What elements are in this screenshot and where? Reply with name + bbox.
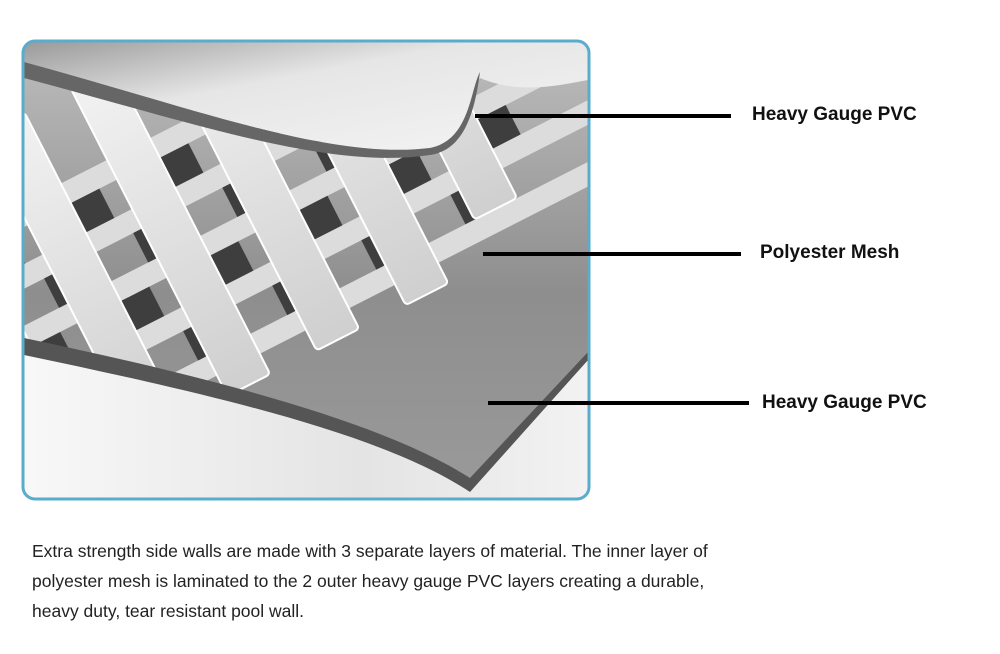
bottom-pvc-sheet — [24, 352, 588, 498]
caption-line: polyester mesh is laminated to the 2 out… — [32, 571, 705, 591]
label-bottom-layer: Heavy Gauge PVC — [762, 392, 927, 413]
image-frame — [21, 39, 591, 501]
material-illustration — [24, 42, 588, 498]
caption-line: Extra strength side walls are made with … — [32, 541, 708, 561]
label-middle-layer: Polyester Mesh — [760, 242, 900, 263]
caption: Extra strength side walls are made with … — [32, 536, 708, 626]
caption-line: heavy duty, tear resistant pool wall. — [32, 601, 305, 621]
top-pvc-sheet — [24, 42, 588, 150]
label-top-layer: Heavy Gauge PVC — [752, 104, 917, 125]
